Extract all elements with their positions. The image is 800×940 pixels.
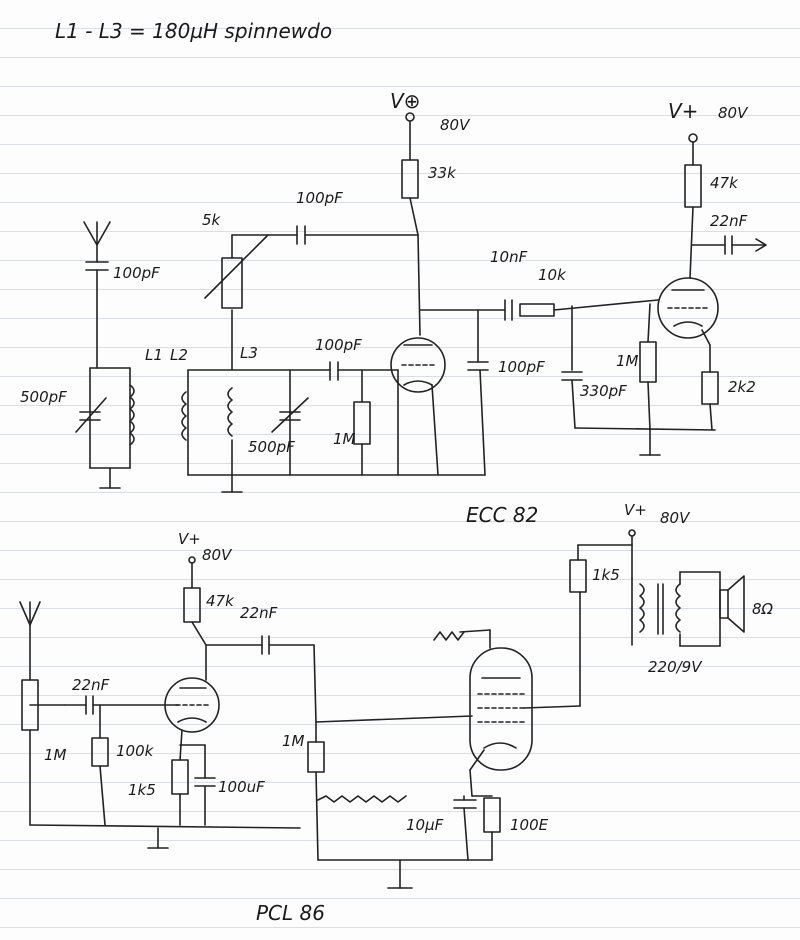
pentode-cathode-network: [453, 795, 501, 861]
supply-1: [401, 112, 421, 336]
l1-tank-circuit: [75, 367, 135, 489]
label-supply-4: V+: [624, 501, 647, 519]
output-transformer-icon: [639, 571, 721, 647]
label-r-1m-2: 1M: [616, 352, 639, 370]
label-supply-2-voltage: 80V: [718, 104, 749, 122]
triode-1-icon: [390, 337, 446, 476]
label-r-33k: 33k: [428, 164, 457, 182]
label-r-100k: 100k: [116, 742, 155, 760]
capacitor-antenna: [85, 261, 109, 369]
label-c-330pf: 330pF: [580, 382, 627, 400]
label-c-100pf-plate: 100pF: [498, 358, 545, 376]
section-2-amplifier: 22nF 1M 100k 1k5 100uF: [19, 501, 774, 925]
label-supply-3: V+: [178, 530, 201, 548]
grid-capacitor: [329, 361, 399, 476]
label-r-10k: 10k: [538, 266, 567, 284]
label-c-500pf-left: 500pF: [20, 388, 67, 406]
label-l2: L2: [170, 346, 188, 364]
label-r-1m-grid-2: 1M: [282, 732, 305, 750]
label-tube-pcl86: PCL 86: [256, 901, 325, 925]
label-c-antenna: 100pF: [113, 264, 160, 282]
label-r-100e: 100E: [510, 816, 549, 834]
label-l3: L3: [240, 344, 258, 362]
label-r-2k2: 2k2: [728, 378, 756, 396]
ground-icon-2: [147, 827, 169, 849]
label-tube-ecc82: ECC 82: [466, 503, 538, 527]
supply-4: [569, 529, 636, 646]
label-c-10nf: 10nF: [490, 248, 528, 266]
label-r-1m-grid: 1M: [333, 430, 356, 448]
label-supply-1: V⊕: [390, 89, 420, 113]
label-c-22nf-coupling: 22nF: [240, 604, 278, 622]
input-network: [64, 695, 179, 826]
label-r-47k-1: 47k: [710, 174, 739, 192]
label-c-22nf-out: 22nF: [710, 212, 748, 230]
plate-coupling: [419, 299, 716, 476]
label-supply-4-voltage: 80V: [660, 509, 691, 527]
input-antenna-icon: [19, 601, 301, 829]
grid-tank-circuit: [187, 309, 486, 493]
label-c-10uf: 10µF: [406, 816, 444, 834]
label-supply-1-voltage: 80V: [440, 116, 471, 134]
scribble-mark: [317, 795, 407, 803]
label-pot-5k: 5k: [202, 211, 222, 229]
label-c-100pf-grid: 100pF: [315, 336, 362, 354]
label-c-500pf-var: 500pF: [248, 438, 295, 456]
antenna-icon: [83, 221, 111, 263]
label-r-1m-input: 1M: [44, 746, 67, 764]
supply-2: [684, 133, 767, 279]
label-c-22nf-input: 22nF: [72, 676, 110, 694]
label-r-47k-2: 47k: [206, 592, 235, 610]
label-r-1k5-screen: 1k5: [592, 566, 620, 584]
label-c-100pf-top: 100pF: [296, 189, 343, 207]
speaker-icon: [719, 575, 745, 633]
pcl86-triode-icon: [164, 644, 220, 826]
label-transformer: 220/9V: [648, 658, 703, 676]
label-supply-2: V+: [668, 99, 698, 123]
label-speaker: 8Ω: [752, 600, 774, 618]
section-1-detector: 100pF 500pF L1 L2: [20, 89, 767, 527]
label-l1: L1: [145, 346, 163, 364]
l2-coil: [181, 391, 187, 441]
label-supply-3-voltage: 80V: [202, 546, 233, 564]
triode-2-icon: [657, 277, 719, 431]
title: L1 - L3 = 180µH spinnewdo: [55, 19, 332, 43]
label-c-100uf: 100uF: [218, 778, 265, 796]
pcl86-pentode-icon: [459, 591, 581, 797]
heater-scribble: [433, 631, 465, 641]
supply-3: [183, 556, 473, 889]
label-r-1k5-cathode: 1k5: [128, 781, 156, 799]
regeneration-pot: [204, 225, 419, 309]
